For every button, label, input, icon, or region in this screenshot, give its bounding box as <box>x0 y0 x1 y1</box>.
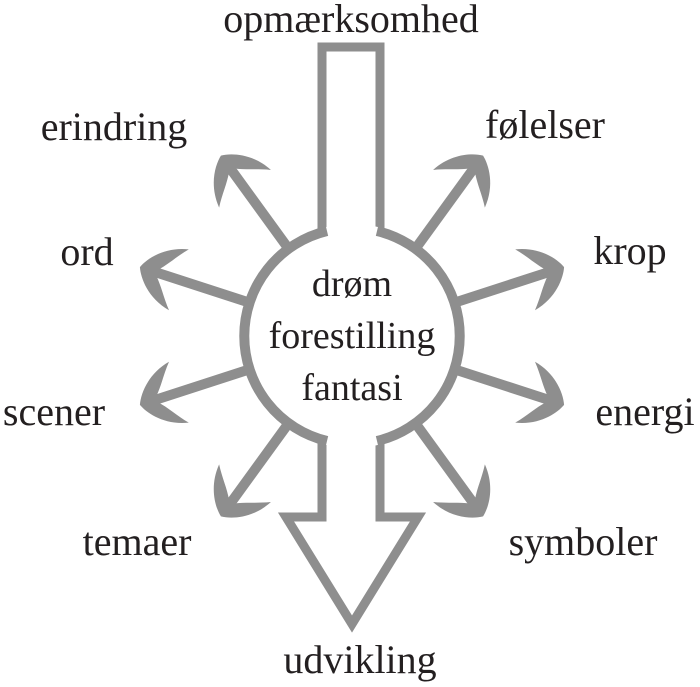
label-foelelser: følelser <box>485 102 605 147</box>
center-line-forestilling: forestilling <box>268 315 436 357</box>
label-scener: scener <box>2 389 106 434</box>
arrow-scener <box>130 361 249 436</box>
center-line-drom: drøm <box>311 263 393 305</box>
label-energi: energi <box>595 389 695 434</box>
label-symboler: symboler <box>508 519 658 564</box>
center-circle-fill <box>240 224 464 448</box>
arrow-temaer <box>195 422 292 536</box>
arrow-ord <box>130 236 249 311</box>
center-line-fantasi: fantasi <box>301 367 403 409</box>
arrow-symboler <box>412 422 509 536</box>
arrow-erindring <box>195 136 292 250</box>
arrow-energi <box>455 361 574 436</box>
center-circle-right-arc <box>375 226 465 446</box>
center-text: drøm forestilling fantasi <box>269 258 436 414</box>
label-udvikling: udvikling <box>283 637 437 682</box>
label-krop: krop <box>593 228 667 273</box>
label-erindring: erindring <box>40 104 188 149</box>
center-circle-left-arc <box>239 226 329 446</box>
arrow-krop <box>455 236 574 311</box>
label-temaer: temaer <box>82 519 192 564</box>
label-opmaerksomhed: opmærksomhed <box>223 0 479 41</box>
label-ord: ord <box>60 229 114 274</box>
arrow-foelelser <box>412 136 509 250</box>
